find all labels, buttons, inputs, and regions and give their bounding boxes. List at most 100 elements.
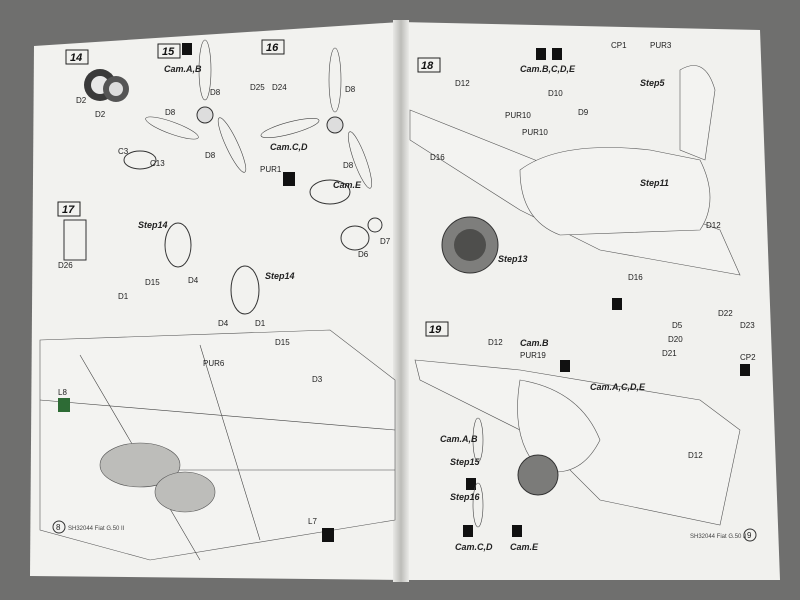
engine-cowling xyxy=(517,454,559,496)
part-label: D15 xyxy=(275,338,290,347)
part-label: L7 xyxy=(308,517,317,526)
spinner xyxy=(123,150,157,170)
help-icon xyxy=(512,525,522,537)
propeller-blade xyxy=(198,39,212,101)
callout-label: Step5 xyxy=(640,78,666,88)
part-label: D9 xyxy=(578,108,589,117)
part-label: PUR6 xyxy=(203,359,225,368)
part-label: D1 xyxy=(118,292,129,301)
main-wheel xyxy=(230,265,260,315)
left-page-footer: 8 SH32044 Fiat G.50 II xyxy=(52,520,125,534)
callout-label: Step11 xyxy=(640,178,669,188)
part-label: D3 xyxy=(312,375,323,384)
part-label: D8 xyxy=(345,85,356,94)
book-gutter xyxy=(393,20,409,582)
main-wheel xyxy=(164,222,192,268)
aircraft-fuselage xyxy=(519,147,711,236)
flip-icon xyxy=(740,364,750,376)
step-14: 14 D2 D2 xyxy=(65,49,129,119)
step-18: 18 Cam.B,C,D,E D12 CP1 PUR3 D10 D9 PUR10… xyxy=(409,41,755,358)
part-label: D4 xyxy=(218,319,229,328)
right-page-footer: SH32044 Fiat G.50 II 9 xyxy=(690,528,757,542)
part-label: D8 xyxy=(205,151,216,160)
step-18-number: 18 xyxy=(421,60,434,72)
camo-label: Cam.E xyxy=(510,542,539,552)
step-19: 19 D12 PUR19 CP2 D12 Cam.B Cam.A,C,D,E C… xyxy=(414,298,756,552)
part-label: D5 xyxy=(672,321,683,330)
page-number: 9 xyxy=(747,531,752,540)
step-16-number: 16 xyxy=(266,42,279,54)
part-label: D15 xyxy=(145,278,160,287)
part-label: D23 xyxy=(740,321,755,330)
part-label: D20 xyxy=(668,335,683,344)
propeller-blade xyxy=(472,417,484,463)
step-16: 16 D24 D25 D8 D8 PUR1 D7 D6 Cam.C,D Cam.… xyxy=(250,39,391,259)
part-label: D12 xyxy=(688,451,703,460)
decal-icon xyxy=(58,398,70,412)
part-label: D25 xyxy=(250,83,265,92)
part-label: D6 xyxy=(358,250,369,259)
camo-label: Cam.E xyxy=(333,180,362,190)
tail-fin xyxy=(679,65,716,161)
part-label: D12 xyxy=(706,221,721,230)
step-15-number: 15 xyxy=(162,46,175,58)
part-label: PUR10 xyxy=(522,128,548,137)
part-label: D12 xyxy=(488,338,503,347)
camo-label: Cam.A,C,D,E xyxy=(590,382,646,392)
spinner xyxy=(309,179,351,205)
step-17: 17 D26 D15 D4 D1 D4 D1 D15 PUR6 D3 L8 L7… xyxy=(39,201,396,561)
footer-text: SH32044 Fiat G.50 II xyxy=(68,526,125,532)
aircraft-fuselage xyxy=(517,379,601,473)
part-label: D7 xyxy=(380,237,391,246)
part-label: C13 xyxy=(150,159,165,168)
part-label: D8 xyxy=(165,108,176,117)
callout-label: Step15 xyxy=(450,457,481,467)
page-number: 8 xyxy=(56,523,61,532)
help-icon xyxy=(536,48,546,60)
part-label: D22 xyxy=(718,309,733,318)
part-label: D16 xyxy=(430,153,445,162)
part-label: D1 xyxy=(255,319,266,328)
part-label: D4 xyxy=(188,276,199,285)
help-icon xyxy=(560,360,570,372)
part-label: D10 xyxy=(548,89,563,98)
footer-text: SH32044 Fiat G.50 II xyxy=(690,534,747,540)
part-label: PUR19 xyxy=(520,351,546,360)
camo-label: Cam.A,B xyxy=(164,64,202,74)
callout-label: Step13 xyxy=(498,254,528,264)
help-icon xyxy=(466,478,476,490)
wing-underside xyxy=(39,329,396,561)
help-icon xyxy=(283,172,295,186)
propeller-blade xyxy=(328,47,342,113)
step-17-number: 17 xyxy=(62,204,75,216)
camo-label: Cam.C,D xyxy=(455,542,493,552)
part-label: C3 xyxy=(118,147,129,156)
callout-label: Step16 xyxy=(450,492,481,502)
flip-icon xyxy=(322,528,334,542)
part-label: D8 xyxy=(210,88,221,97)
part-label: D2 xyxy=(95,110,106,119)
part-label: L8 xyxy=(58,388,67,397)
camo-label: Cam.B xyxy=(520,338,549,348)
part-label: CP1 xyxy=(611,41,627,50)
part-label: D26 xyxy=(58,261,73,270)
callout-label: Step14 xyxy=(138,220,168,230)
camo-label: Cam.A,B xyxy=(440,434,478,444)
help-icon xyxy=(463,525,473,537)
callout-label: Step14 xyxy=(265,271,295,281)
flip-icon xyxy=(612,298,622,310)
camo-label: Cam.B,C,D,E xyxy=(520,64,576,74)
part-label: PUR1 xyxy=(260,165,282,174)
part-label: D24 xyxy=(272,83,287,92)
part-label: CP2 xyxy=(740,353,756,362)
part-label: PUR3 xyxy=(650,41,672,50)
part-label: D21 xyxy=(662,349,677,358)
help-icon xyxy=(182,43,192,55)
gear-door xyxy=(63,219,87,261)
paint-icon xyxy=(552,48,562,60)
step-15: 15 Cam.A,B D8 D8 D8 C3 C13 xyxy=(118,39,247,173)
part-label: D16 xyxy=(628,273,643,282)
part-label: D2 xyxy=(76,96,87,105)
